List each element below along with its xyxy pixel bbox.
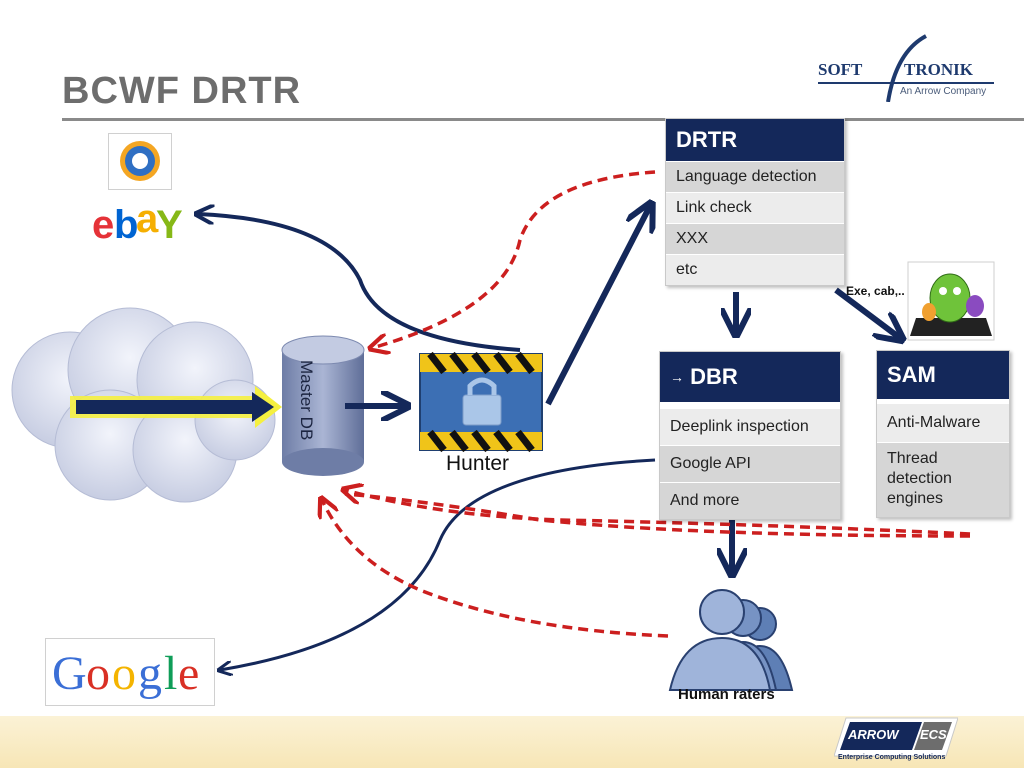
drtr-item: etc [666, 254, 844, 285]
drtr-to-sam-arrow [834, 287, 900, 338]
payment-logo-card [108, 133, 172, 190]
dbr-item: Google API [660, 445, 840, 482]
title-divider [62, 118, 1024, 121]
drtr-item: XXX [666, 223, 844, 254]
dbr-item: And more [660, 482, 840, 519]
brand-tagline: An Arrow Company [900, 86, 987, 97]
master-db-cylinder [281, 335, 365, 476]
arrow-ecs-logo-art [833, 717, 959, 757]
master-db-label: Master DB [297, 360, 316, 441]
dbr-box: → DBR Deeplink inspection Google API And… [659, 351, 841, 520]
dbr-item: Deeplink inspection [660, 408, 840, 445]
drtr-item: Link check [666, 192, 844, 223]
svg-text:e: e [178, 647, 199, 700]
brand-rule [818, 82, 994, 84]
brand-soft: SOFT [818, 60, 863, 79]
softtronik-logo: SOFT TRONIK An Arrow Company [818, 32, 998, 102]
svg-text:G: G [52, 647, 87, 700]
sam-item: Thread detection engines [877, 442, 1009, 517]
google-logo-card: G o o g l e [45, 638, 215, 706]
sam-title: SAM [877, 351, 1009, 399]
ebay-logo-art: e b a Y [92, 197, 183, 247]
svg-text:Y: Y [156, 203, 183, 244]
dbr-to-google-arrow [220, 458, 656, 670]
human-raters-label: Human raters [678, 686, 775, 703]
dbr-arrow-icon: → [670, 369, 684, 385]
arrow-ecs-logo: ARROW ECS Enterprise Computing Solutions [833, 716, 959, 762]
svg-text:g: g [138, 647, 162, 700]
ebay-logo: e b a Y [92, 197, 188, 247]
cloud-arrow [70, 386, 282, 428]
sam-item: Anti-Malware [877, 403, 1009, 442]
feedback-dashes [322, 170, 971, 638]
svg-text:b: b [114, 203, 138, 244]
malware-bug-graphic [907, 261, 995, 341]
dbr-header: → DBR [660, 352, 840, 402]
svg-text:e: e [92, 203, 114, 244]
exe-cab-label: Exe, cab,.. [846, 284, 905, 298]
human-raters-figure [668, 589, 794, 691]
drtr-box: DRTR Language detection Link check XXX e… [665, 118, 845, 286]
drtr-title: DRTR [666, 119, 844, 161]
svg-text:o: o [86, 647, 110, 700]
svg-text:o: o [112, 647, 136, 700]
arrow-tagline: Enterprise Computing Solutions [838, 754, 946, 761]
hunter-to-ebay-arrow [198, 214, 521, 352]
payment-logo-icon [120, 141, 160, 181]
hunter-lock-graphic [419, 351, 543, 453]
hunter-label: Hunter [446, 452, 510, 475]
slide-title: BCWF DRTR [62, 70, 302, 112]
svg-text:a: a [136, 198, 159, 241]
drtr-item: Language detection [666, 161, 844, 192]
google-logo-art: G o o g l e [52, 647, 199, 700]
dbr-title: DBR [690, 364, 738, 389]
sam-box: SAM Anti-Malware Thread detection engine… [876, 350, 1010, 518]
svg-text:l: l [164, 647, 177, 700]
hunter-to-drtr-arrow [545, 206, 650, 406]
logo-swoosh [886, 34, 927, 102]
brand-tronik: TRONIK [904, 60, 973, 79]
arrow-name: ARROW [848, 727, 899, 742]
arrow-unit: ECS [920, 727, 947, 742]
